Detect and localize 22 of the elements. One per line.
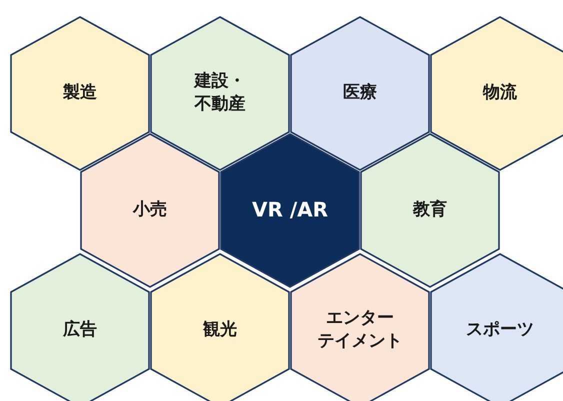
hexagon-tile	[360, 132, 500, 288]
sector-label: 製造	[63, 82, 97, 104]
hexagon-tile	[290, 16, 430, 170]
hexagon-tile	[150, 16, 290, 170]
hexagon-tile	[150, 252, 290, 401]
sector-label: 建設・不動産	[194, 70, 246, 116]
sector-label: 観光	[203, 318, 237, 342]
sector-label: 広告	[63, 318, 97, 342]
sector-label: スポーツ	[466, 318, 534, 342]
hexagon-tile	[220, 132, 360, 288]
hexagon-tile	[290, 252, 430, 401]
sector-label: 教育	[413, 198, 447, 222]
sector-label: 物流	[483, 82, 517, 104]
hexagon-tile	[430, 252, 563, 401]
sector-label: VR /AR	[252, 196, 328, 224]
hexagon-tile	[10, 16, 150, 170]
sector-label: 小売	[133, 198, 167, 222]
hexagon-tile	[10, 252, 150, 401]
sector-label: エンターテイメント	[318, 307, 402, 353]
hexagon-tile	[430, 16, 563, 170]
hexagon-tile	[80, 132, 220, 288]
sector-label: 医療	[343, 82, 377, 104]
